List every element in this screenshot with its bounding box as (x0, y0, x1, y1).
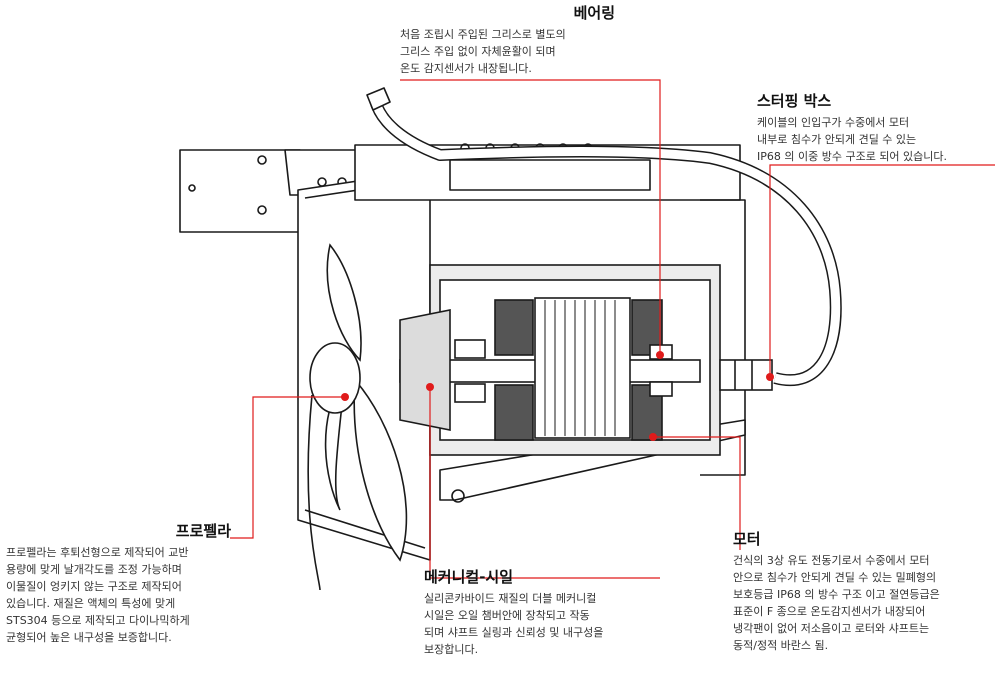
leader-stuffing-box (769, 164, 995, 377)
callout-line: 이물질이 엉키지 않는 구조로 제작되어 (6, 580, 182, 593)
callout-line: 처음 조립시 주입된 그리스로 별도의 (400, 28, 566, 41)
callout-line: 프로펠라는 후퇴선형으로 제작되어 교반 (6, 546, 189, 559)
callout-title: 프로펠라 (175, 522, 231, 540)
callout-line: IP68 의 이중 방수 구조로 되어 있습니다. (757, 150, 948, 163)
callout-bearing: 베어링 처음 조립시 주입된 그리스로 별도의 그리스 주입 없이 자체윤활이 … (400, 2, 615, 77)
leader-propeller (230, 396, 345, 539)
leader-dot-propeller (341, 393, 349, 401)
callout-line: 케이블의 인입구가 수중에서 모터 (757, 116, 910, 129)
leader-motor (653, 436, 741, 550)
callout-line: 표준이 F 종으로 온도감지센서가 내장되어 (733, 605, 926, 618)
callout-line: 되며 샤프트 실링과 신뢰성 및 내구성을 (424, 626, 604, 639)
leader-dots (341, 351, 774, 441)
callout-motor: 모터 건식의 3상 유도 전동기로서 수중에서 모터 안으로 침수가 안되게 견… (733, 528, 995, 654)
callout-line: 용량에 맞게 날개각도를 조정 가능하며 (6, 563, 182, 576)
leader-dot-bearing (656, 351, 664, 359)
callout-line: 건식의 3상 유도 전동기로서 수중에서 모터 (733, 554, 930, 567)
leader-dot-stuffing-box (766, 373, 774, 381)
callout-line: 보호등급 IP68 의 방수 구조 이고 절연등급은 (733, 588, 940, 601)
callout-line: 실리콘카바이드 재질의 더블 메커니컬 (424, 592, 597, 605)
callout-line: STS304 등으로 제작되고 다이나믹하게 (6, 614, 190, 627)
callout-title: 스터핑 박스 (757, 92, 832, 110)
callout-line: 균형되어 높은 내구성을 보증합니다. (6, 631, 172, 644)
callout-line: 보장합니다. (424, 643, 479, 656)
callout-line: 동적/정적 바란스 됨. (733, 639, 829, 652)
callout-title: 모터 (733, 530, 761, 548)
callout-line: 냉각팬이 없어 저소음이고 로터와 샤프트는 (733, 622, 930, 635)
callout-line: 온도 감지센서가 내장됩니다. (400, 62, 532, 75)
callout-title: 베어링 (573, 4, 615, 22)
callout-title: 메커니컬-시일 (424, 568, 514, 586)
callout-line: 시일은 오일 챔버안에 장착되고 작동 (424, 609, 590, 622)
leader-dot-motor (649, 433, 657, 441)
callout-propeller: 프로펠라 프로펠라는 후퇴선형으로 제작되어 교반 용량에 맞게 날개각도를 조… (6, 520, 231, 646)
motor-housing-illustration (399, 264, 773, 456)
callout-line: 그리스 주입 없이 자체윤활이 되며 (400, 45, 556, 58)
callout-line: 안으로 침수가 안되게 견딜 수 있는 밀폐형의 (733, 571, 937, 584)
callout-line: 있습니다. 재질은 액체의 특성에 맞게 (6, 597, 176, 610)
callout-line: 내부로 침수가 안되게 견딜 수 있는 (757, 133, 917, 146)
callout-mechanical-seal: 메커니컬-시일 실리콘카바이드 재질의 더블 메커니컬 시일은 오일 챔버안에 … (424, 566, 654, 658)
leader-dot-mechanical-seal (426, 383, 434, 391)
leader-lines (230, 79, 995, 579)
leader-bearing (400, 79, 661, 355)
callout-stuffing-box: 스터핑 박스 케이블의 인입구가 수중에서 모터 내부로 침수가 안되게 견딜 … (757, 90, 997, 165)
leader-mechanical-seal (429, 387, 660, 579)
